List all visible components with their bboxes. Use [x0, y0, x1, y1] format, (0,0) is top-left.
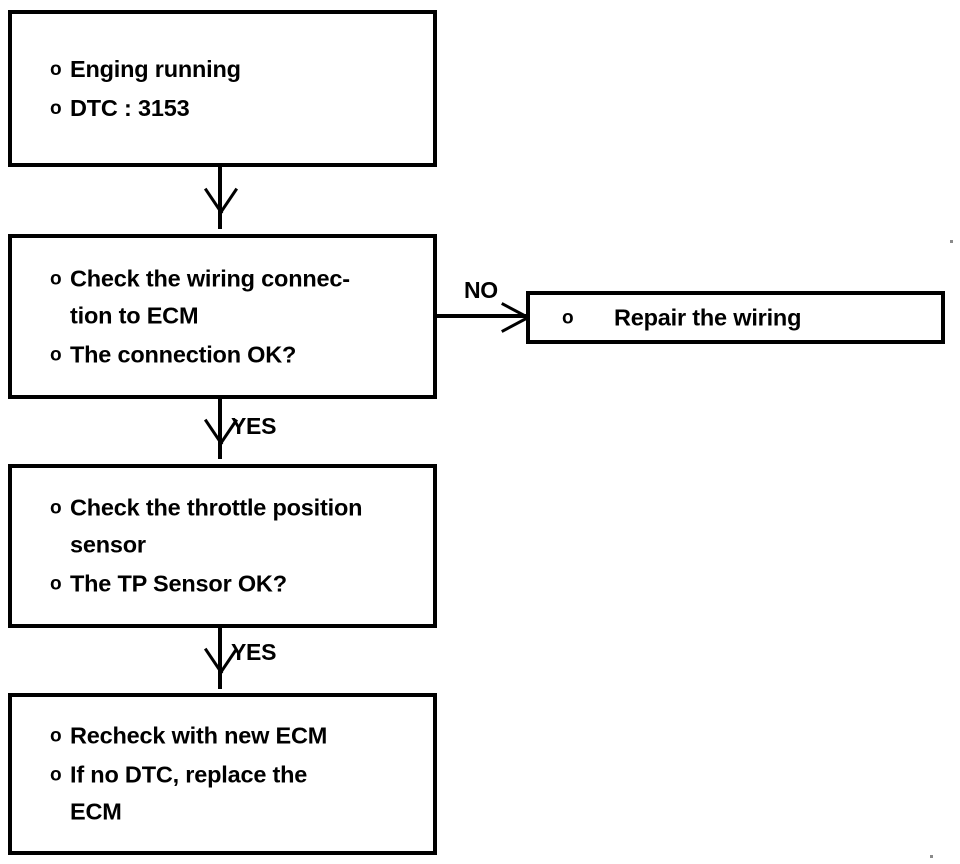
bullet-item: o The connection OK? — [18, 336, 427, 373]
bullet-item: o Check the throttle position sensor — [18, 490, 427, 564]
connector-engine-to-wiring-line — [218, 167, 222, 229]
node-check-tp-sensor[interactable]: o Check the throttle position sensor o T… — [8, 464, 437, 628]
bullet-label: Check the throttle position sensor — [70, 494, 363, 558]
bullet-item: o DTC : 3153 — [18, 90, 427, 127]
node-check-tp-sensor-body: o Check the throttle position sensor o T… — [12, 490, 433, 603]
bullet-glyph: o — [50, 344, 62, 365]
bullet-label: The connection OK? — [70, 341, 297, 367]
bullet-label: DTC : 3153 — [70, 94, 190, 121]
scan-speck — [950, 240, 953, 243]
bullet-label: Repair the wiring — [614, 304, 802, 330]
connector-wiring-yes-line — [218, 399, 222, 459]
bullet-glyph: o — [50, 764, 62, 786]
node-engine-running-body: o Enging running o DTC : 3153 — [12, 51, 433, 127]
node-check-wiring[interactable]: o Check the wiring connec- tion to ECM o… — [8, 234, 437, 399]
node-repair-wiring[interactable]: o Repair the wiring — [526, 291, 945, 344]
bullet-item: o Check the wiring connec- tion to ECM — [18, 260, 427, 334]
bullet-label: Check the wiring connec- tion to ECM — [70, 265, 350, 328]
bullet-label: Enging running — [70, 55, 241, 82]
bullet-item: o Enging running — [18, 51, 427, 88]
bullet-glyph: o — [562, 307, 574, 328]
node-engine-running[interactable]: o Enging running o DTC : 3153 — [8, 10, 437, 167]
bullet-glyph: o — [50, 97, 62, 119]
connector-tp-yes-line — [218, 628, 222, 689]
node-recheck-ecm[interactable]: o Recheck with new ECM o If no DTC, repl… — [8, 693, 437, 855]
bullet-glyph: o — [50, 573, 62, 595]
edge-label-yes-tp: YES — [231, 639, 277, 665]
node-repair-wiring-body: o Repair the wiring — [530, 299, 941, 336]
bullet-glyph: o — [50, 497, 62, 519]
bullet-label: The TP Sensor OK? — [70, 570, 287, 597]
bullet-item: o Recheck with new ECM — [18, 718, 427, 755]
bullet-item: o If no DTC, replace the ECM — [18, 757, 427, 831]
bullet-item: o Repair the wiring — [536, 299, 935, 336]
bullet-glyph: o — [50, 58, 62, 80]
node-check-wiring-body: o Check the wiring connec- tion to ECM o… — [12, 260, 433, 373]
bullet-item: o The TP Sensor OK? — [18, 566, 427, 603]
bullet-label: Recheck with new ECM — [70, 722, 328, 749]
bullet-glyph: o — [50, 268, 62, 289]
connector-wiring-no-line — [437, 314, 529, 318]
bullet-label: If no DTC, replace the ECM — [70, 761, 308, 825]
bullet-glyph: o — [50, 725, 62, 747]
scan-speck — [930, 855, 933, 858]
edge-label-yes-wiring: YES — [231, 413, 277, 439]
edge-label-no: NO — [464, 277, 498, 303]
node-recheck-ecm-body: o Recheck with new ECM o If no DTC, repl… — [12, 718, 433, 831]
